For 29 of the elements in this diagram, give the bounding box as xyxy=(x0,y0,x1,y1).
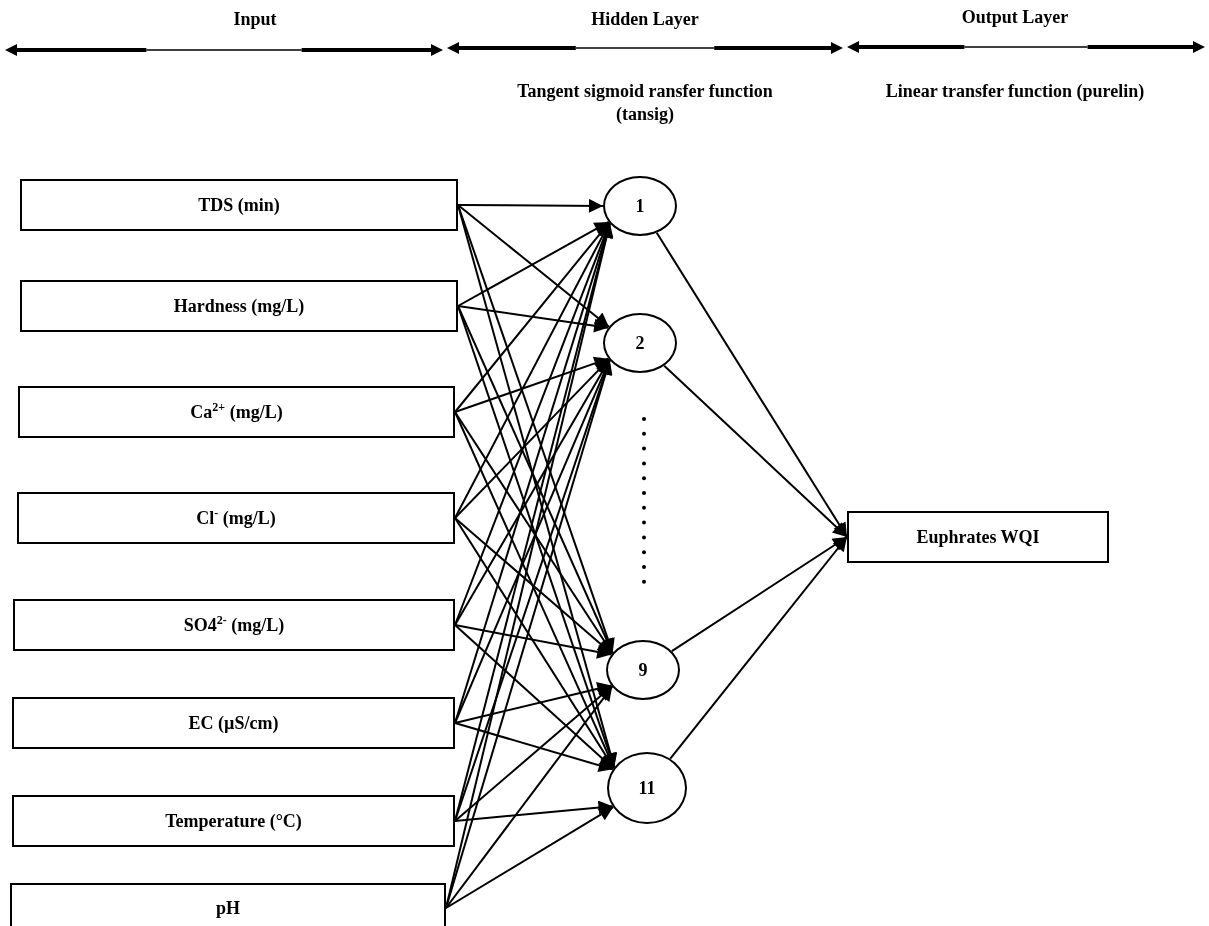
arrow xyxy=(670,536,848,653)
neuron-circle: 11 xyxy=(607,752,687,824)
arrow xyxy=(663,364,848,538)
input-box: Ca$^{2+}$ (mg/L) xyxy=(18,386,455,438)
input-box: Hardness (mg/L) xyxy=(20,280,458,332)
input-box: pH xyxy=(10,883,446,926)
input-box: SO4$^{2-}$ (mg/L) xyxy=(13,599,455,651)
input-box: Temperature (°C) xyxy=(12,795,455,847)
neuron-circle: 1 xyxy=(603,176,677,236)
neuron-circle: 2 xyxy=(603,313,677,373)
arrow xyxy=(454,722,614,773)
arrow xyxy=(454,685,613,822)
arrow xyxy=(445,806,615,909)
function-label: Linear transfer function (purelin) xyxy=(885,80,1145,104)
arrow xyxy=(454,221,611,413)
output-box: Euphrates WQI xyxy=(847,511,1109,563)
input-box: EC (µS/cm) xyxy=(12,697,455,749)
input-box: TDS (min) xyxy=(20,179,458,231)
input-box: Cl$^{-}$ (mg/L) xyxy=(17,492,455,544)
neuron-circle: 9 xyxy=(606,640,680,700)
arrow xyxy=(669,536,848,760)
arrow xyxy=(457,204,610,328)
arrow xyxy=(454,356,610,413)
arrow xyxy=(454,800,614,822)
arrow xyxy=(655,231,848,538)
arrow xyxy=(454,624,615,770)
arrow xyxy=(454,517,613,655)
arrow xyxy=(457,198,604,213)
arrow xyxy=(457,220,610,307)
